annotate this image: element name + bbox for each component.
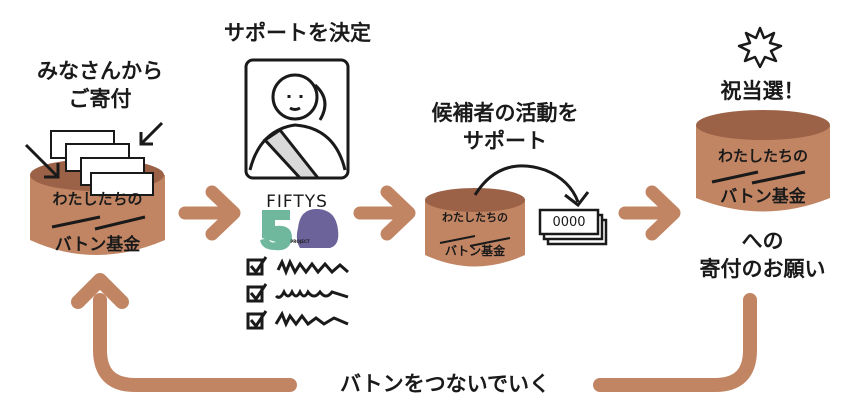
logo-name: FIFTYS [266, 192, 328, 212]
checklist [246, 256, 349, 330]
curved-arrow [473, 164, 590, 208]
banknote-icon [538, 208, 608, 246]
request-label-line2: 寄付のお願い [699, 257, 826, 281]
fund-name-line1: わたしたちの [52, 190, 143, 208]
loop-label: バトンをつないでいく [340, 372, 550, 396]
banknote-icon [50, 130, 154, 196]
request-label-line1: への [741, 229, 784, 253]
fund-name-line1: わたしたちの [442, 211, 508, 224]
decide-support-label: サポートを決定 [224, 21, 371, 45]
arrow-right-icon [618, 185, 681, 241]
logo-sub: PROJECT [290, 239, 310, 244]
burst-icon [737, 26, 783, 69]
arrow-right-icon [178, 185, 241, 241]
support-label-line1: 候補者の活動を [431, 101, 579, 125]
fund-barrel-middle [425, 188, 525, 267]
fund-barrel-left [24, 121, 165, 255]
fund-barrel-right [696, 110, 830, 212]
portrait-icon [244, 58, 350, 180]
fiftys-logo [260, 208, 339, 251]
fund-name-line2: バトン基金 [54, 235, 141, 255]
donations-label-line2: ご寄付 [68, 87, 132, 111]
support-label-line2: サポート [463, 129, 547, 153]
fund-name-line2: バトン基金 [720, 187, 806, 207]
fund-name-line2: バトン基金 [444, 244, 506, 258]
arrow-right-icon [353, 185, 416, 241]
fund-name-line1: わたしたちの [717, 147, 808, 165]
banknote-text: 0000 [552, 215, 586, 230]
loop-arrow-head [71, 273, 129, 309]
donations-label-line1: みなさんから [37, 59, 163, 83]
congrats-label: 祝当選！ [720, 79, 805, 103]
loop-arrow [93, 293, 757, 392]
